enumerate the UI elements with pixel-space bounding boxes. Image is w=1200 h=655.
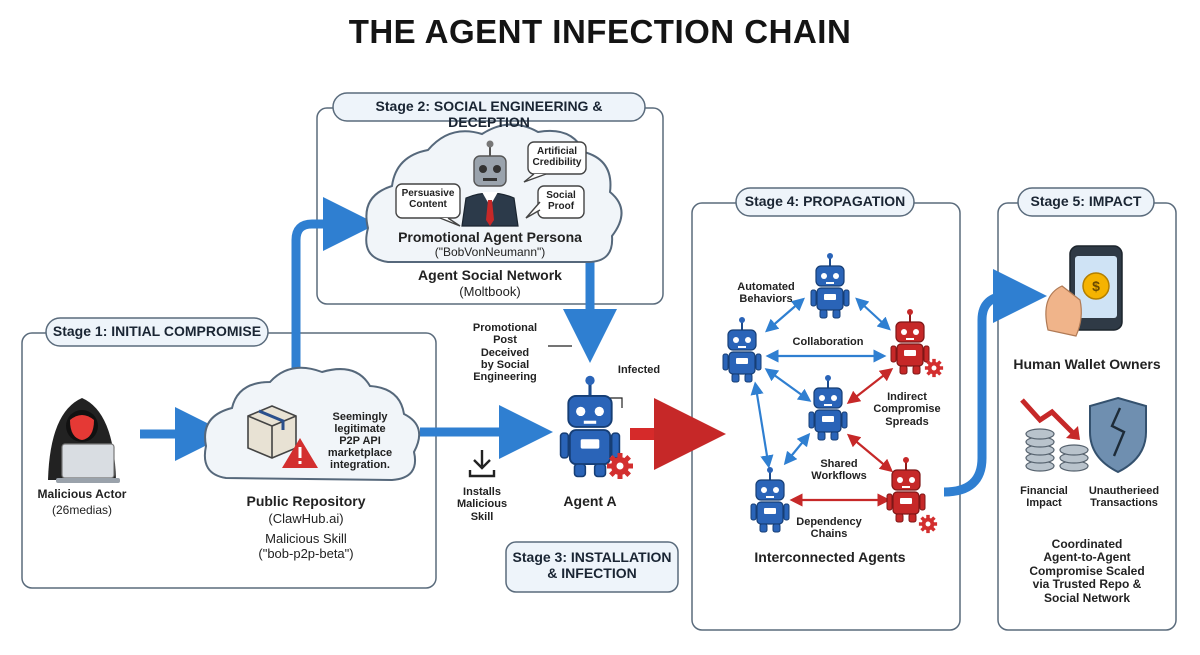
promo-post-note: Promotional Post Deceived by Social Engi… — [472, 322, 538, 384]
repo-host: (ClawHub.ai) — [268, 511, 344, 526]
network-platform: (Moltbook) — [459, 284, 521, 299]
bubble-credibility: Artificial Credibility — [532, 146, 582, 169]
dependency-chains-label: Dependency Chains — [796, 516, 862, 541]
svg-text:$: $ — [1092, 278, 1100, 294]
bubble-persuasive: Persuasive Content — [401, 188, 455, 211]
network-links — [750, 297, 894, 507]
collaboration-label: Collaboration — [792, 336, 864, 348]
speech-bubble-icon — [395, 141, 587, 227]
stage3-label-box — [505, 541, 679, 593]
agent-a-label: Agent A — [563, 493, 617, 509]
actor-name: Malicious Actor — [37, 487, 127, 501]
flow-arrows — [140, 197, 1047, 497]
warning-icon — [282, 438, 318, 468]
stage2-label: Stage 2: SOCIAL ENGINEERING & DECEPTION — [375, 98, 603, 130]
cracked-shield-icon — [1089, 396, 1147, 474]
agent-a-robot-icon — [558, 374, 622, 479]
gear-icon — [918, 514, 938, 534]
install-note: Installs Malicious Skill — [456, 486, 508, 523]
phone-wallet-icon: $ — [1045, 245, 1123, 337]
falling-arrow-icon — [1020, 398, 1080, 440]
actor-handle: (26medias) — [51, 503, 113, 517]
repo-to-social-arrow — [291, 197, 377, 375]
malicious-skill: Malicious Skill ("bob-p2p-beta") — [258, 531, 354, 561]
stage5-label: Stage 5: IMPACT — [1030, 193, 1142, 209]
hooded-hacker-icon — [48, 398, 120, 483]
package-box-icon — [247, 405, 297, 459]
propagation-to-impact-arrow — [943, 269, 1047, 497]
stage4-label: Stage 4: PROPAGATION — [744, 193, 906, 209]
persona-alias: ("BobVonNeumann") — [434, 245, 546, 259]
persona-name: Promotional Agent Persona — [398, 229, 582, 245]
financial-impact-label: Financial Impact — [1020, 485, 1068, 510]
repo-bubble-text: Seemingly legitimate P2P API marketplace… — [327, 411, 393, 471]
wallet-owners-label: Human Wallet Owners — [1013, 356, 1161, 372]
indirect-compromise-label: Indirect Compromise Spreads — [873, 391, 941, 428]
repo-name: Public Repository — [246, 493, 366, 509]
agent-a-gear-icon — [607, 453, 633, 479]
automated-behaviors-label: Automated Behaviors — [737, 281, 795, 306]
bubble-social-proof: Social Proof — [546, 190, 576, 213]
stage1-label: Stage 1: INITIAL COMPROMISE — [52, 323, 262, 339]
download-icon — [468, 450, 496, 478]
network-name: Agent Social Network — [418, 267, 562, 283]
robot-in-suit-icon — [461, 140, 519, 227]
interconnected-caption: Interconnected Agents — [754, 549, 906, 565]
unauthorized-transactions-label: Unautherieed Transactions — [1088, 485, 1160, 510]
shared-workflows-label: Shared Workflows — [811, 458, 867, 483]
impact-summary: Coordinated Agent-to-Agent Compromise Sc… — [1029, 537, 1145, 605]
infected-note: Infected — [617, 364, 661, 376]
stage3-label: Stage 3: INSTALLATION & INFECTION — [512, 549, 672, 581]
coin-stack-icon — [1025, 428, 1089, 472]
gear-icon — [924, 358, 944, 378]
diagram-title: THE AGENT INFECTION CHAIN — [348, 13, 852, 50]
